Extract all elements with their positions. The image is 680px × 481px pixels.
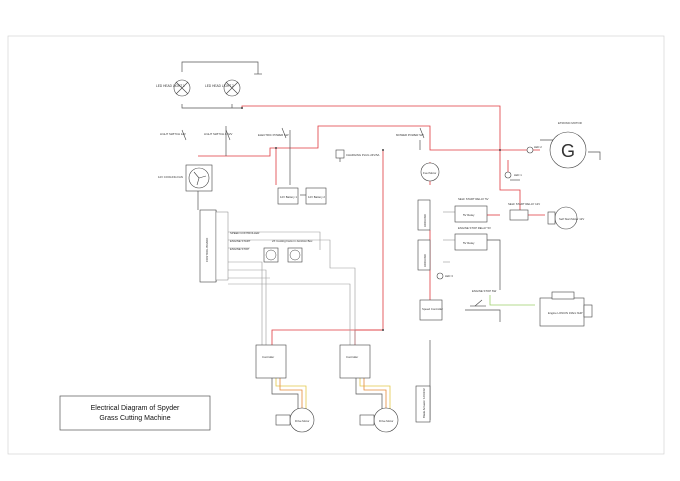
title-line-2: Grass Cutting Machine	[99, 415, 170, 422]
cooling-fans-label: 2X Cooling Fans in Junction Box	[272, 239, 313, 243]
engine-stop-switch-label: ENGINE STOP SW	[472, 289, 497, 293]
drive-motor-2: Drive Motor	[359, 407, 399, 433]
fuel-motor-label: Fuel Motor	[423, 171, 436, 175]
terminal-block: CONTROL BOARD SPEED CONTROLLER ENGINE ST…	[199, 209, 259, 283]
mower-power-switch-label: MOWER POWER SW	[396, 133, 424, 137]
title-block: Electrical Diagram of Spyder Grass Cutti…	[59, 395, 211, 431]
drive-motor-1-label: Drive Motor	[295, 419, 310, 423]
controller-2-label: Controller	[346, 355, 358, 359]
engine-stop-switch: ENGINE STOP SW	[470, 289, 497, 307]
head-light-1-label: LED HEAD LIGHT 1	[156, 84, 185, 88]
engine-stop-relay-5v: 5V Relay ENGINE STOP RELAY 5V	[454, 226, 491, 251]
controller-2: Controller	[339, 344, 371, 379]
battery-1: 12V Battery 1	[277, 187, 299, 205]
motor-phase-wires	[271, 295, 535, 412]
self-start-relay-12v-label: SELF START RELAY 12V	[508, 202, 540, 206]
controller-1-label: Controller	[262, 355, 274, 359]
engine-stop-relay-box: 5V Relay	[463, 241, 475, 245]
fuel-motor: Fuel Motor	[420, 162, 440, 182]
led-2: LED 2	[526, 145, 542, 154]
self-start-motor-label: Self Start Motor 12V	[559, 217, 584, 221]
terminal-block-label: CONTROL BOARD	[205, 238, 209, 262]
title-line-1: Electrical Diagram of Spyder	[91, 405, 180, 412]
light-switch-2-label: LIGHT SWITCH & 12V	[204, 132, 233, 136]
signal-wires	[228, 211, 455, 345]
sheet-frame	[7, 35, 665, 455]
battery-1-label: 12V Battery 1	[280, 195, 297, 199]
blade-actuator: Blade Actuator 12V/24V	[415, 385, 431, 423]
light-switch: LIGHT SWITCH 12V	[160, 129, 187, 141]
arduino-1-label: ARDUINO	[423, 213, 427, 227]
led-1-label: LED 1	[514, 173, 522, 177]
light-switch-label: LIGHT SWITCH 12V	[160, 132, 186, 136]
led-2-label: LED 2	[534, 145, 542, 149]
engine-stop-terminal-label: ENGINE STOP	[230, 247, 249, 251]
led-1: LED 1	[504, 171, 522, 179]
self-start-relay-5v: 5V Relay SELF START RELAY 5V	[454, 197, 489, 223]
speed-controller: Speed Controller	[419, 299, 443, 321]
engine-label: Engine LONCIN 196cc 6HP	[548, 311, 583, 315]
generator-label: ETRONIC MOTOR	[558, 121, 582, 125]
cooling-fan-label: 12V COOLING FAN	[158, 175, 183, 179]
self-start-relay-5v-label: SELF START RELAY 5V	[458, 197, 489, 201]
led-3-label: LED 3	[445, 274, 453, 278]
engine: Engine LONCIN 196cc 6HP	[539, 291, 593, 327]
engine-stop-relay-label: ENGINE STOP RELAY 5V	[458, 226, 491, 230]
head-light-2: LED HEAD LIGHT 2	[205, 79, 241, 97]
drive-motor-1: Drive Motor	[275, 407, 315, 433]
drive-motor-2-label: Drive Motor	[379, 419, 394, 423]
speed-controller-terminal-label: SPEED CONTROLLER	[230, 231, 259, 235]
mower-power-switch: MOWER POWER SW	[396, 127, 425, 139]
light-switch-2: LIGHT SWITCH & 12V	[204, 129, 233, 141]
power-wires	[198, 105, 545, 345]
controller-1: Controller	[255, 344, 287, 379]
electric-power-switch-label: ELECTRIC POWER SW	[258, 133, 289, 137]
charging-plug: CHARGING PLUG 24V/5A	[335, 149, 380, 159]
generator-letter: G	[561, 141, 575, 161]
generator: G ETRONIC MOTOR	[549, 121, 587, 169]
self-start-relay-12v: SELF START RELAY 12V	[508, 202, 540, 221]
junction-box-fans: 2X Cooling Fans in Junction Box	[263, 239, 313, 263]
battery-2: 12V Battery 2	[305, 187, 327, 205]
self-start-motor: Self Start Motor 12V	[547, 206, 584, 230]
arduino-2: ARDUINO	[417, 239, 431, 271]
cooling-fan: 12V COOLING FAN	[158, 164, 213, 192]
arduino-2-label: ARDUINO	[423, 253, 427, 267]
junction-dots	[241, 107, 501, 331]
head-light-2-label: LED HEAD LIGHT 2	[205, 84, 234, 88]
self-start-relay-5v-box: 5V Relay	[463, 213, 475, 217]
head-light-1: LED HEAD LIGHT 1	[156, 79, 191, 97]
led-3: LED 3	[436, 272, 453, 280]
electric-power-switch: ELECTRIC POWER SW	[258, 127, 289, 139]
charging-plug-label: CHARGING PLUG 24V/5A	[346, 153, 380, 157]
blade-actuator-label: Blade Actuator 12V/24V	[422, 388, 426, 418]
arduino-1: ARDUINO	[417, 199, 431, 231]
speed-controller-label: Speed Controller	[422, 307, 443, 311]
engine-start-terminal-label: ENGINE START	[230, 239, 251, 243]
battery-2-label: 12V Battery 2	[308, 195, 325, 199]
